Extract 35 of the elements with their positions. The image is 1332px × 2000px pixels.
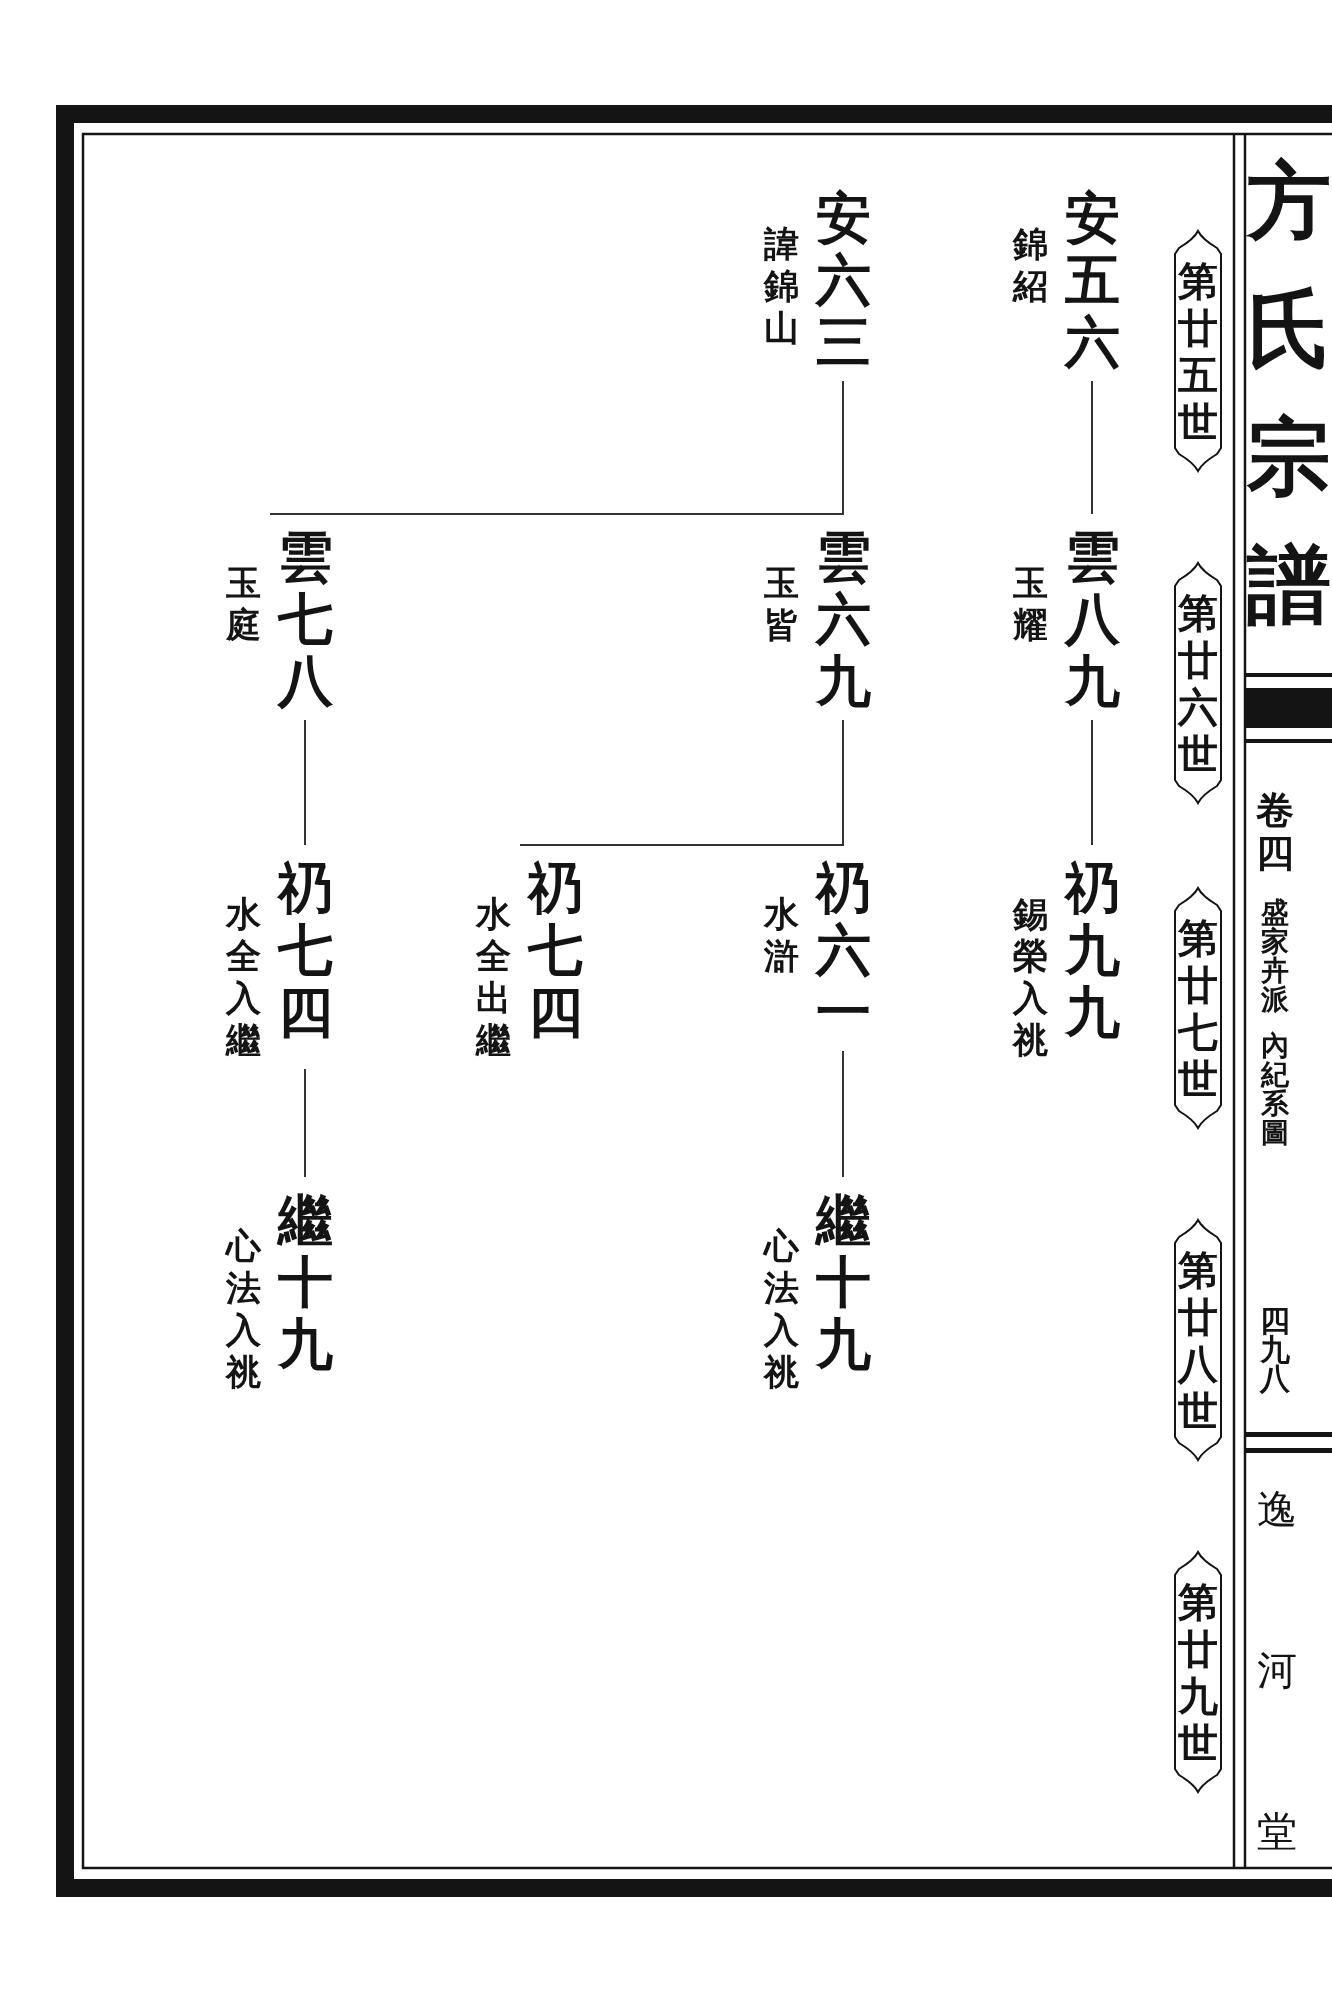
person-name: 礽七四 (527, 857, 583, 1043)
person-name: 安六三 (815, 187, 871, 373)
section-title: 內紀系圖 (1261, 1031, 1289, 1147)
name-note: 錫榮入祧 (1012, 893, 1048, 1061)
name-note: 水全出繼 (475, 893, 511, 1061)
branch-name: 盛家卉派 (1261, 898, 1289, 1014)
person-name: 安五六 (1064, 187, 1120, 373)
person-name: 繼十九 (815, 1189, 871, 1375)
name-note: 錦紹 (1012, 223, 1048, 307)
connector-line (842, 1050, 844, 1178)
connector-line (304, 719, 306, 846)
connector-line (1091, 380, 1093, 515)
name-note: 玉皆 (763, 562, 799, 646)
name-note: 玉耀 (1012, 562, 1048, 646)
hall-name: 逸河堂 (1257, 1489, 1297, 1851)
name-note: 諱錦山 (763, 223, 799, 349)
connector-line (269, 380, 844, 515)
person-name: 礽七四 (277, 857, 333, 1043)
name-note: 心法入祧 (225, 1225, 261, 1393)
book-title: 方氏宗譜 (1247, 150, 1331, 636)
person-name: 礽九九 (1064, 857, 1120, 1043)
connector-line (304, 1068, 306, 1178)
name-note: 水全入繼 (225, 893, 261, 1061)
name-note: 水滸 (763, 893, 799, 977)
page-number: 四九八 (1260, 1306, 1290, 1393)
name-note: 心法入祧 (763, 1225, 799, 1393)
connector-line (1091, 719, 1093, 846)
name-note: 玉庭 (225, 562, 261, 646)
volume-number: 卷四 (1256, 788, 1294, 874)
person-name: 礽六一 (815, 857, 871, 1043)
person-name: 雲七八 (277, 526, 333, 712)
person-name: 雲八九 (1064, 526, 1120, 712)
person-name: 雲六九 (815, 526, 871, 712)
connector-line (519, 719, 844, 846)
person-name: 繼十九 (277, 1189, 333, 1375)
